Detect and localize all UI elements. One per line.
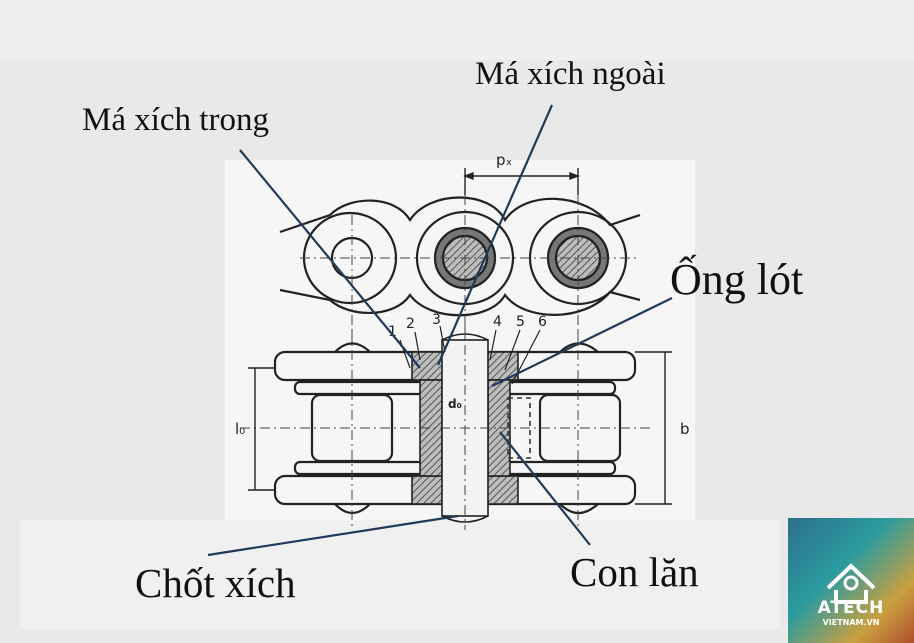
logo-domain: VIETNAM.VN [822,618,880,627]
part-number-3: 3 [432,312,441,328]
leader-inner-plate [239,149,421,369]
pitch-label: pₓ [496,151,512,169]
atech-logo: ATECH VIETNAM.VN [788,518,914,643]
leader-bushing [491,297,673,387]
leader-pin [207,514,459,557]
width-label: b [680,420,690,438]
part-number-2: 2 [406,316,415,332]
label-pin: Chốt xích [135,560,296,606]
paper-strip-top [0,0,914,60]
house-icon [826,563,876,604]
length-label: l₀ [235,420,245,438]
leader-roller [499,431,591,546]
label-outer-plate: Má xích ngoài [475,56,666,92]
logo-name: ATECH [817,598,885,618]
chain-top-view [279,196,641,317]
part-number-4: 4 [493,314,502,330]
label-bushing: Ống lót [670,255,804,304]
part-number-6: 6 [538,314,547,330]
label-roller: Con lăn [570,549,699,595]
leader-outer-plate [436,104,554,366]
diameter-label: d₀ [448,397,462,411]
label-inner-plate: Má xích trong [82,102,269,138]
paper-strip-bottom [20,520,780,630]
part-number-1: 1 [388,324,397,340]
part-number-5: 5 [516,314,525,330]
